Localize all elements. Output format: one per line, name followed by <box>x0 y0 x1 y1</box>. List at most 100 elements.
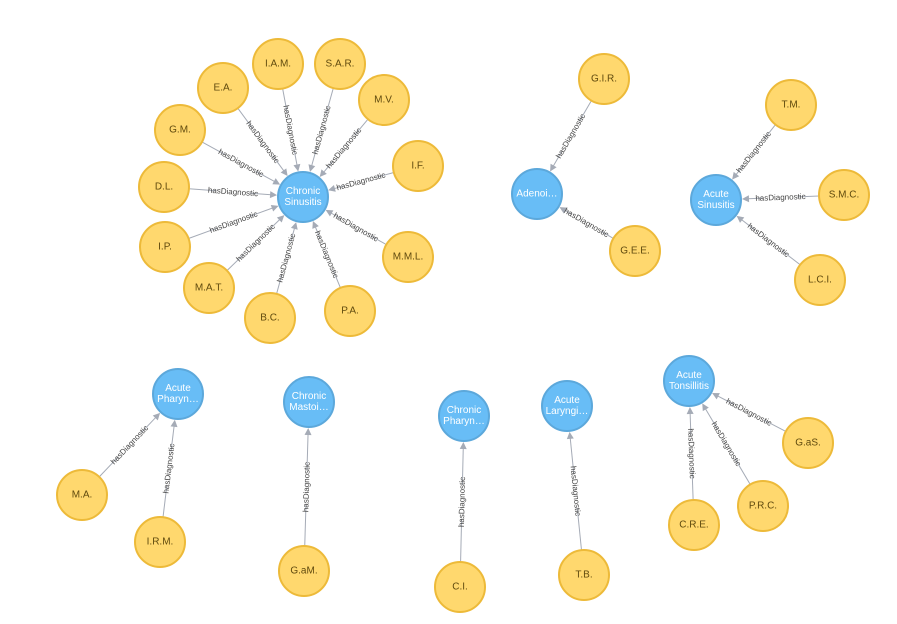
patient-node-MML[interactable]: M.M.L. <box>382 231 434 283</box>
edge-MML-chronic_sinusitis[interactable]: hasDiagnostic <box>325 209 387 246</box>
edge-BC-chronic_sinusitis[interactable]: hasDiagnostic <box>275 222 298 295</box>
patient-node-GaS[interactable]: G.aS. <box>782 417 834 469</box>
edge-GIR-adenoiditis[interactable]: hasDiagnostic <box>550 100 592 172</box>
arrowhead <box>170 419 178 428</box>
disease-node-adenoiditis[interactable]: Adenoi… <box>511 168 563 220</box>
node-circle <box>782 417 834 469</box>
patient-node-SAR[interactable]: S.A.R. <box>314 38 366 90</box>
node-label: G.aS. <box>795 438 821 449</box>
patient-node-IF[interactable]: I.F. <box>392 140 444 192</box>
patient-node-MA[interactable]: M.A. <box>56 469 108 521</box>
arrowhead <box>269 191 278 199</box>
arrowhead <box>312 221 319 229</box>
node-label: Acute <box>165 383 191 394</box>
edge-label: hasDiagnostic <box>109 424 150 467</box>
edge-line <box>314 226 321 239</box>
node-circle <box>737 480 789 532</box>
edge-PRC-acute_tonsillitis[interactable]: hasDiagnostic <box>702 403 751 485</box>
patient-node-GEE[interactable]: G.E.E. <box>609 225 661 277</box>
patient-node-GM[interactable]: G.M. <box>154 104 206 156</box>
disease-node-chronic_pharyngitis[interactable]: ChronicPharyn… <box>438 390 490 442</box>
patient-node-GIR[interactable]: G.I.R. <box>578 53 630 105</box>
patient-node-IAM[interactable]: I.A.M. <box>252 38 304 90</box>
edge-line <box>306 433 309 471</box>
edge-IAM-chronic_sinusitis[interactable]: hasDiagnostic <box>281 88 301 172</box>
edge-CRE-acute_tonsillitis[interactable]: hasDiagnostic <box>686 406 697 501</box>
edge-GEE-adenoiditis[interactable]: hasDiagnostic <box>559 206 614 239</box>
patient-node-LCI[interactable]: L.C.I. <box>794 254 846 306</box>
node-circle <box>278 545 330 597</box>
edge-DL-chronic_sinusitis[interactable]: hasDiagnostic <box>188 186 278 199</box>
edge-label: hasDiagnostic <box>244 119 281 165</box>
node-label: Laryngi… <box>546 406 589 417</box>
patient-node-IRM[interactable]: I.R.M. <box>134 516 186 568</box>
edge-line <box>162 485 168 518</box>
node-circle <box>690 174 742 226</box>
edge-line <box>272 155 285 172</box>
edge-line <box>781 250 801 266</box>
edge-line <box>170 425 175 452</box>
edge-IRM-acute_pharyngitis[interactable]: hasDiagnostic <box>161 419 178 518</box>
edge-CI-chronic_pharyngitis[interactable]: hasDiagnostic <box>457 441 467 563</box>
edge-label: hasDiagnostic <box>755 192 806 203</box>
patient-node-IP[interactable]: I.P. <box>139 221 191 273</box>
node-label: Mastoi… <box>289 402 328 413</box>
edge-line <box>569 437 575 475</box>
edge-line <box>249 192 272 196</box>
disease-node-acute_pharyngitis[interactable]: AcutePharyn… <box>152 368 204 420</box>
edge-label: hasDiagnostic <box>301 462 311 512</box>
edge-PA-chronic_sinusitis[interactable]: hasDiagnostic <box>312 221 341 289</box>
patient-node-MV[interactable]: M.V. <box>358 74 410 126</box>
edge-line <box>552 150 563 167</box>
edge-line <box>332 269 341 289</box>
patient-node-GaM[interactable]: G.aM. <box>278 545 330 597</box>
node-label: Pharyn… <box>157 394 199 405</box>
edge-TM-acute_sinusitis[interactable]: hasDiagnostic <box>732 124 776 180</box>
patient-node-BC[interactable]: B.C. <box>244 292 296 344</box>
patient-node-PRC[interactable]: P.R.C. <box>737 480 789 532</box>
edge-SMC-acute_sinusitis[interactable]: hasDiagnostic <box>741 192 820 203</box>
edge-line <box>276 274 283 295</box>
edge-label: hasDiagnostic <box>746 221 791 259</box>
patient-node-TB[interactable]: T.B. <box>558 549 610 601</box>
node-label: G.I.R. <box>591 74 617 85</box>
disease-node-acute_laryngitis[interactable]: AcuteLaryngi… <box>541 380 593 432</box>
edge-line <box>293 146 298 166</box>
patient-node-DL[interactable]: D.L. <box>138 161 190 213</box>
node-label: M.V. <box>374 95 394 106</box>
arrowhead <box>276 215 285 223</box>
arrowhead <box>319 169 327 178</box>
edge-TB-acute_laryngitis[interactable]: hasDiagnostic <box>566 431 583 551</box>
node-label: B.C. <box>260 313 279 324</box>
patient-node-EA[interactable]: E.A. <box>197 62 249 114</box>
arrowhead <box>736 215 745 223</box>
node-circle <box>314 38 366 90</box>
arrowhead <box>559 207 568 214</box>
edge-label: hasDiagnostic <box>217 147 265 179</box>
patient-node-MAT[interactable]: M.A.T. <box>183 262 235 314</box>
node-circle <box>183 262 235 314</box>
edge-MA-acute_pharyngitis[interactable]: hasDiagnostic <box>98 412 161 478</box>
edge-line <box>267 218 281 232</box>
arrowhead <box>280 168 288 177</box>
edge-line <box>201 141 227 156</box>
edge-line <box>325 87 334 114</box>
patient-node-CI[interactable]: C.I. <box>434 561 486 613</box>
patient-node-TM[interactable]: T.M. <box>765 79 817 131</box>
edge-LCI-acute_sinusitis[interactable]: hasDiagnostic <box>736 215 801 266</box>
patient-node-PA[interactable]: P.A. <box>324 285 376 337</box>
edge-IF-chronic_sinusitis[interactable]: hasDiagnostic <box>328 170 394 192</box>
node-label: Chronic <box>447 405 481 416</box>
edge-label: hasDiagnostic <box>735 130 773 175</box>
node-circle <box>244 292 296 344</box>
edge-GaM-chronic_mastoiditis[interactable]: hasDiagnostic <box>301 427 312 547</box>
patient-node-CRE[interactable]: C.R.E. <box>668 499 720 551</box>
patient-node-SMC[interactable]: S.M.C. <box>818 169 870 221</box>
disease-node-chronic_mastoiditis[interactable]: ChronicMastoi… <box>283 376 335 428</box>
node-label: E.A. <box>214 83 233 94</box>
edge-line <box>141 416 157 433</box>
edge-GaS-acute_tonsillitis[interactable]: hasDiagnostic <box>712 393 787 432</box>
